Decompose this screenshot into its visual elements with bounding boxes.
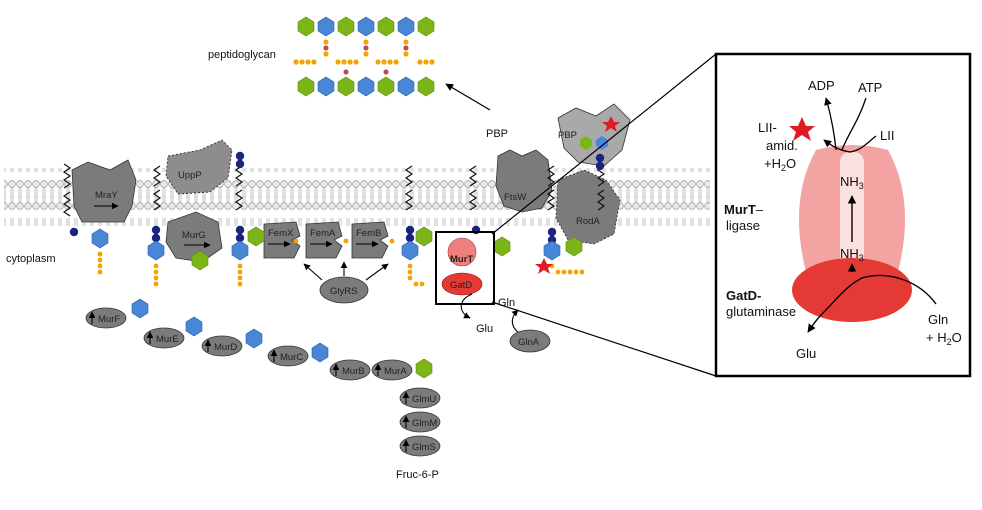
murb-enzyme: MurB	[329, 359, 371, 381]
ftsw-enzyme: FtsW	[495, 149, 553, 213]
glmu-label: GlmU	[412, 394, 436, 405]
uppp-label: UppP	[178, 170, 202, 181]
pbp-label-outer: PBP	[486, 128, 508, 140]
fema-enzyme: FemA	[305, 221, 343, 259]
peptide-crosslinks	[293, 39, 435, 75]
inset-gln-water: + H2O	[926, 330, 962, 347]
mray-label: MraY	[95, 190, 118, 201]
nh3-bottom-label: NH3	[840, 246, 864, 263]
glu-label: Glu	[476, 323, 493, 335]
murt-role-title: MurT–	[724, 202, 764, 217]
murd-enzyme: MurD	[201, 335, 243, 357]
zoom-line-upper	[491, 53, 717, 235]
murc-label: MurC	[280, 352, 303, 363]
gatd-small-label: GatD	[450, 280, 472, 291]
inset-gln-label: Gln	[928, 312, 948, 327]
inset-glu-label: Glu	[796, 346, 816, 361]
murd-label: MurD	[214, 342, 237, 353]
cytoplasm-label: cytoplasm	[6, 253, 56, 265]
svg-text:amid.: amid.	[766, 138, 798, 153]
glna-enzyme: GlnA	[509, 329, 551, 353]
amidated-residues	[323, 45, 409, 75]
pbp-enzyme: PBP	[557, 103, 631, 167]
glycine-donors	[293, 238, 395, 244]
gatd-enzyme-small: GatD	[441, 272, 483, 296]
gatd-role-desc: glutaminase	[726, 304, 796, 319]
arrow-to-peptidoglycan	[445, 83, 491, 111]
murg-label: MurG	[182, 230, 206, 241]
murf-label: MurF	[98, 314, 120, 325]
lipid-phosphates	[69, 151, 605, 245]
murf-enzyme: MurF	[85, 307, 127, 329]
femb-enzyme: FemB	[351, 221, 389, 259]
zoom-line-lower	[491, 301, 717, 377]
glmm-enzyme: GlmM	[399, 411, 441, 433]
star-icon	[602, 116, 620, 132]
mray-enzyme: MraY	[71, 159, 137, 223]
femx-label: FemX	[268, 228, 294, 239]
murt-gatd-inset: ADP ATP LII LII- amid. +H2O NH3 NH3 MurT…	[714, 52, 972, 378]
fema-label: FemA	[310, 228, 336, 239]
lipid-ii-sugars	[91, 226, 583, 271]
pentapeptide-stems	[97, 251, 585, 287]
lii-label: LII	[880, 128, 894, 143]
glms-label: GlmS	[412, 442, 436, 453]
mure-label: MurE	[156, 334, 179, 345]
gatd-role-title: GatD-	[726, 288, 761, 303]
gatd-glutaminase-shape	[792, 258, 912, 322]
glna-label: GlnA	[518, 337, 540, 348]
adp-label: ADP	[808, 78, 835, 93]
atp-to-adp-arrow	[841, 97, 867, 151]
glyrs-enzyme: GlyRS	[319, 276, 369, 304]
arrow-to-glu	[460, 293, 473, 319]
glyrs-label: GlyRS	[330, 286, 357, 297]
ftsw-label: FtsW	[504, 192, 526, 203]
mura-enzyme: MurA	[371, 359, 413, 381]
peptidoglycan-structure	[293, 16, 435, 97]
star-icon-inset	[789, 117, 815, 141]
arrow-glyrs-femx	[303, 263, 323, 281]
glmu-enzyme: GlmU	[399, 387, 441, 409]
arrow-glyrs-femb	[365, 263, 389, 281]
murc-enzyme: MurC	[267, 345, 309, 367]
murt-role-desc: ligase	[726, 218, 760, 233]
glycan-strand-lower	[297, 76, 435, 97]
svg-text:+H2O: +H2O	[764, 156, 796, 173]
lii-to-product-arrow	[823, 135, 877, 153]
murb-label: MurB	[342, 366, 365, 377]
murt-enzyme-small: MurT	[447, 237, 477, 267]
pbp-complex-label: PBP	[558, 130, 577, 141]
glmm-label: GlmM	[412, 418, 437, 429]
nh3-top-label: NH3	[840, 174, 864, 191]
peptidoglycan-label: peptidoglycan	[208, 49, 276, 61]
murt-small-label: MurT	[450, 254, 473, 265]
gln-to-glu-arrow	[807, 274, 937, 333]
lii-amid-label: LII-	[758, 120, 777, 135]
femb-label: FemB	[356, 228, 381, 239]
gln-label: Gln	[498, 297, 515, 309]
roda-enzyme: RodA	[555, 169, 621, 245]
fructose-6-phosphate-label: Fruc-6-P	[396, 469, 439, 481]
glms-enzyme: GlmS	[399, 435, 441, 457]
atp-label: ATP	[858, 80, 882, 95]
murg-enzyme: MurG	[165, 211, 223, 263]
mura-label: MurA	[384, 366, 407, 377]
murt-gatd-highlight-box	[435, 231, 495, 305]
mure-enzyme: MurE	[143, 327, 185, 349]
roda-label: RodA	[576, 216, 600, 227]
uppp-enzyme: UppP	[165, 139, 233, 195]
star-icon-membrane	[535, 258, 553, 274]
glycan-strand-upper	[297, 16, 435, 37]
